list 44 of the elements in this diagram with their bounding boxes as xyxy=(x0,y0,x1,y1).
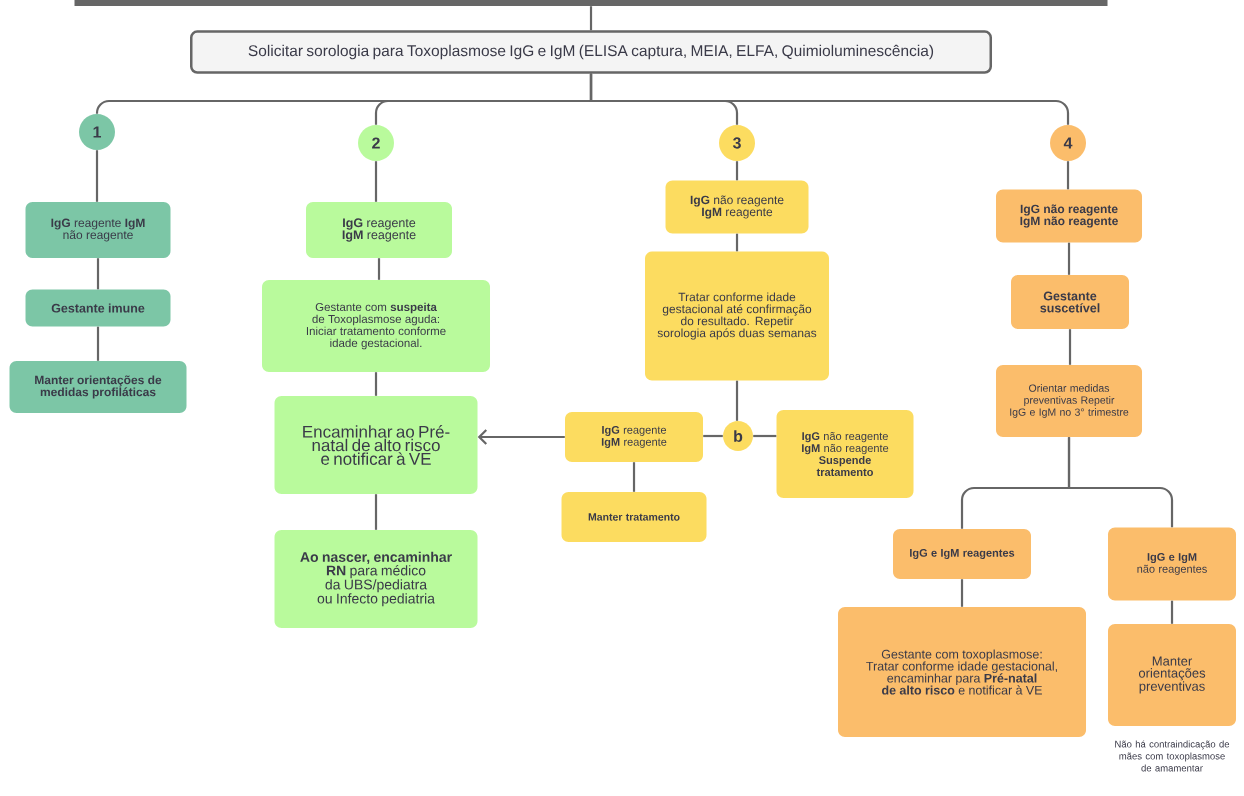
result-box: Manter orientações preventivas xyxy=(1108,624,1236,726)
result-box: IgG e IgM não reagentes xyxy=(1108,527,1236,601)
result-box: Ao nascer, encaminhar RN para médico da UBS/pediatra ou Infecto pediatria xyxy=(274,530,478,628)
result-box: IgG não reagente IgM não reagente Suspende tratamento xyxy=(776,410,914,498)
connector-line xyxy=(96,258,100,290)
connector-line xyxy=(735,233,739,252)
connector-line xyxy=(374,161,378,202)
arrow xyxy=(477,429,565,445)
connector-line xyxy=(960,579,964,607)
result-box: Tratar conforme idade gestacional até confirmação do resultado. Repetir sorologia após duas semanas xyxy=(645,251,829,381)
connector-line xyxy=(735,380,739,421)
connector-line xyxy=(1067,242,1071,275)
result-box: Orientar medidas preventivas Repetir IgG e IgM no 3° trimestre xyxy=(996,365,1142,437)
result-box: Gestante suscetível xyxy=(1011,275,1129,329)
connector-line xyxy=(1066,161,1070,190)
connector-line xyxy=(95,150,99,202)
connector-line xyxy=(632,462,636,492)
result-box: Encaminhar ao Pré-natal de alto risco e notificar à VE xyxy=(274,396,478,494)
result-box: Gestante imune xyxy=(25,289,171,327)
result-box: Manter orientações de medidas profiláticas xyxy=(9,361,187,413)
connector-line xyxy=(703,434,723,438)
connector-line xyxy=(735,161,739,181)
connector-line xyxy=(1067,437,1174,528)
result-box: Gestante com toxoplasmose: Tratar conforme idade gestacional, encaminhar para Pré-natal de alto risco e notificar à VE xyxy=(838,607,1086,737)
connector-line xyxy=(589,6,593,31)
result-box: IgG não reagente IgM reagente xyxy=(665,180,809,234)
result-box: IgG reagente IgM não reagente xyxy=(25,202,171,258)
process-box: Solicitar sorologia para Toxoplasmose IgG e IgM (ELISA captura, MEIA, ELFA, Quimioluminescência) xyxy=(190,30,992,74)
connector-line xyxy=(374,372,378,396)
connector-line xyxy=(377,258,381,280)
connector-line xyxy=(589,73,1070,125)
result-box: Gestante com suspeita de Toxoplasmose aguda: Iniciar tratamento conforme idade gestacional. xyxy=(262,280,490,372)
result-box: IgG reagente IgM reagente xyxy=(306,202,452,258)
result-box: IgG reagente IgM reagente xyxy=(565,412,703,462)
result-box: Manter tratamento xyxy=(561,492,707,542)
result-box: IgG e IgM reagentes xyxy=(893,529,1031,579)
connector-line xyxy=(374,494,378,530)
connector-line xyxy=(96,326,100,361)
note-text: Não há contraindicação de mães com toxoplasmose de amamentar xyxy=(1115,740,1230,772)
connector-line xyxy=(753,434,777,438)
connector-line xyxy=(1068,329,1072,365)
connector-line xyxy=(1170,600,1174,624)
result-box: IgG não reagente IgM não reagente xyxy=(996,189,1142,243)
header-bar xyxy=(74,0,1108,6)
